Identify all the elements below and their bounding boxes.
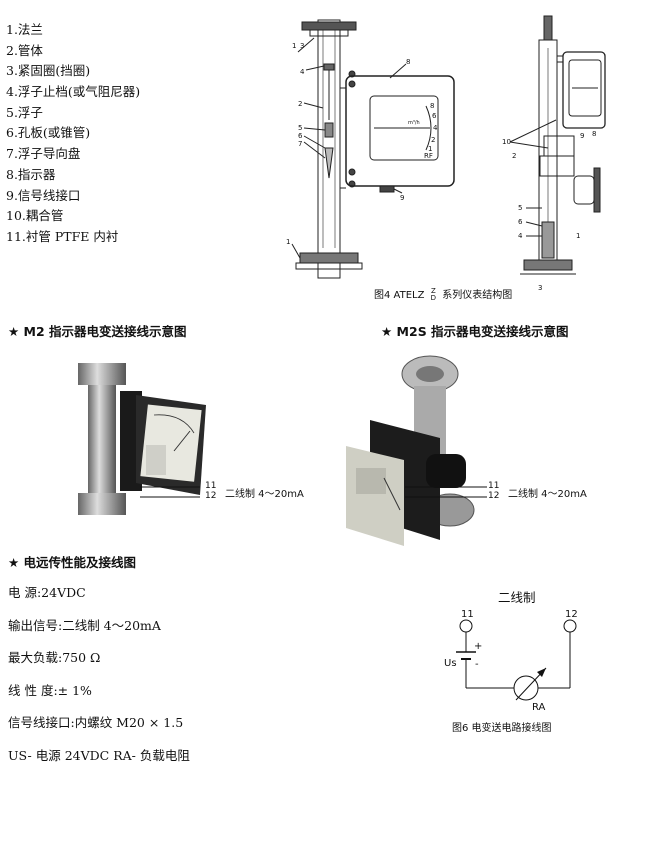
m2-heading: ★ M2 指示器电变送接线示意图 (8, 324, 187, 339)
m2-wire-label: 二线制 4～20mA (225, 489, 304, 500)
callout-label: 4 (518, 232, 523, 240)
dial-scale-label: 2 (431, 136, 435, 144)
parts-list-item: 2.管体 (6, 42, 43, 58)
m2-leader-lines (140, 486, 200, 498)
load-meter-symbol (513, 675, 539, 701)
callout-label: 1 (292, 42, 296, 50)
m2s-wire-label: 二线制 4～20mA (508, 489, 587, 500)
circuit-terminal-right: 12 (565, 609, 578, 620)
m2-terminal-11: 11 (205, 481, 217, 491)
m2s-terminal-11: 11 (488, 481, 500, 491)
dial-scale-label: 1 (428, 145, 432, 153)
spec-item: 线 性 度:± 1% (8, 682, 92, 698)
m2-terminal-labels: 11 12 (205, 481, 216, 501)
callout-label: 3 (300, 42, 304, 50)
dial-unit: m³/h (408, 120, 420, 126)
dial-scale-label: 8 (430, 102, 434, 110)
callout-label: 1 (576, 232, 580, 240)
circuit-caption: 图6 电变送电路接线图 (452, 723, 552, 734)
callout-label: 1 (286, 238, 290, 246)
circuit-source-label: Us (444, 658, 457, 669)
m2s-terminal-12: 12 (488, 491, 500, 501)
circuit-load-label: RA (532, 702, 546, 713)
parts-list-item: 5.浮子 (6, 104, 43, 120)
callout-label: 10 (502, 138, 511, 146)
parts-list-item: 8.指示器 (6, 166, 56, 182)
caption-z-over-d: Z D (430, 287, 437, 302)
circuit-diagram: 11 12 + - Us RA (444, 609, 578, 713)
m2-indicator-photo (78, 363, 206, 515)
circuit-plus: + (474, 641, 482, 652)
circuit-minus: - (475, 659, 479, 670)
parts-list: 1.法兰 2.管体 3.紧固圈(挡圈) 4.浮子止档(或气阻尼器) 5.浮子 6… (6, 20, 140, 248)
callout-label: 2 (298, 100, 302, 108)
parts-list-item: 1.法兰 (6, 22, 43, 37)
callout-label: 6 (518, 218, 523, 226)
callout-label: 8 (406, 58, 410, 66)
m2s-terminal-labels: 11 12 (488, 481, 499, 501)
performance-heading: ★ 电远传性能及接线图 (8, 555, 137, 570)
figure4-caption: 图4 ATELZ Z D 系列仪表结构图 (374, 287, 513, 302)
parts-list-item: 11.衬管 PTFE 内衬 (6, 228, 119, 244)
m2s-indicator-photo (346, 355, 475, 546)
terminal-12-circle (563, 619, 577, 633)
m2-terminal-12: 12 (205, 491, 217, 501)
callout-label: 9 (400, 194, 404, 202)
parts-list-item: 3.紧固圈(挡圈) (6, 63, 91, 79)
spec-list: 电 源:24VDC 输出信号:二线制 4～20mA 最大负载:750 Ω 线 性… (8, 583, 190, 778)
parts-list-item: 10.耦合管 (6, 208, 64, 224)
dial-scale-label: 4 (433, 124, 438, 132)
dial-scale-label: 6 (432, 112, 437, 120)
spec-item: 信号线接口:内螺纹 M20 × 1.5 (8, 715, 184, 730)
m2s-heading: ★ M2S 指示器电变送接线示意图 (381, 324, 569, 339)
callout-label: 2 (512, 152, 516, 160)
meter-arrowhead (537, 668, 546, 677)
callout-label: 4 (300, 68, 305, 76)
terminal-11-circle (459, 619, 473, 633)
callout-label: 9 (580, 132, 584, 140)
parts-list-item: 9.信号线接口 (6, 187, 81, 203)
callout-label: 8 (592, 130, 596, 138)
flowmeter-structure-drawing: 1 3 4 2 5 6 7 1 8 9 8 9 10 2 5 6 4 3 1 8… (286, 15, 606, 292)
dial-rf: RF (424, 152, 433, 160)
callout-label: 6 (298, 132, 303, 140)
spec-item: US- 电源 24VDC RA- 负载电阻 (8, 747, 190, 763)
parts-list-item: 6.孔板(或锥管) (6, 125, 91, 141)
spec-item: 最大负载:750 Ω (8, 650, 101, 665)
spec-item: 输出信号:二线制 4～20mA (8, 617, 161, 633)
parts-list-item: 4.浮子止档(或气阻尼器) (6, 84, 141, 100)
m2s-leader-lines (405, 486, 487, 498)
callout-label: 3 (538, 284, 542, 292)
callout-label: 7 (298, 140, 302, 148)
circuit-terminal-left: 11 (461, 609, 474, 620)
spec-item: 电 源:24VDC (8, 585, 86, 600)
callout-label: 5 (518, 204, 522, 212)
callout-label: 5 (298, 124, 302, 132)
circuit-title: 二线制 (498, 590, 536, 605)
parts-list-item: 7.浮子导向盘 (6, 146, 81, 162)
